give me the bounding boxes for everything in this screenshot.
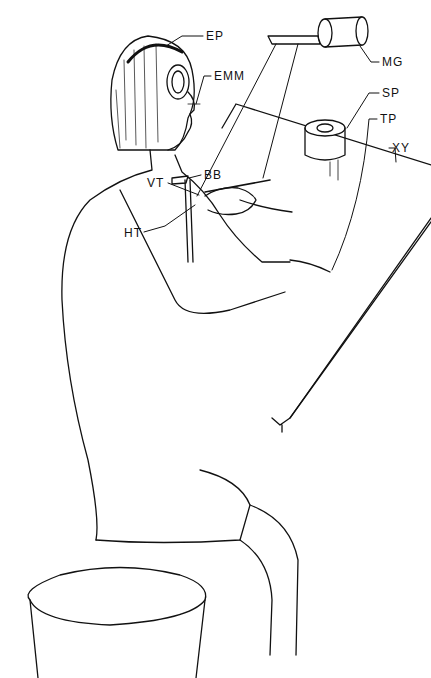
part-label: HT <box>124 226 142 240</box>
part-label: SP <box>382 86 400 100</box>
part-label: XY <box>392 141 410 155</box>
part-label: VT <box>147 176 164 190</box>
part-label: EMM <box>214 69 245 83</box>
part-label: TP <box>380 112 397 126</box>
part-label: EP <box>206 29 224 43</box>
part-label: BB <box>204 168 222 182</box>
part-label: MG <box>382 55 403 69</box>
